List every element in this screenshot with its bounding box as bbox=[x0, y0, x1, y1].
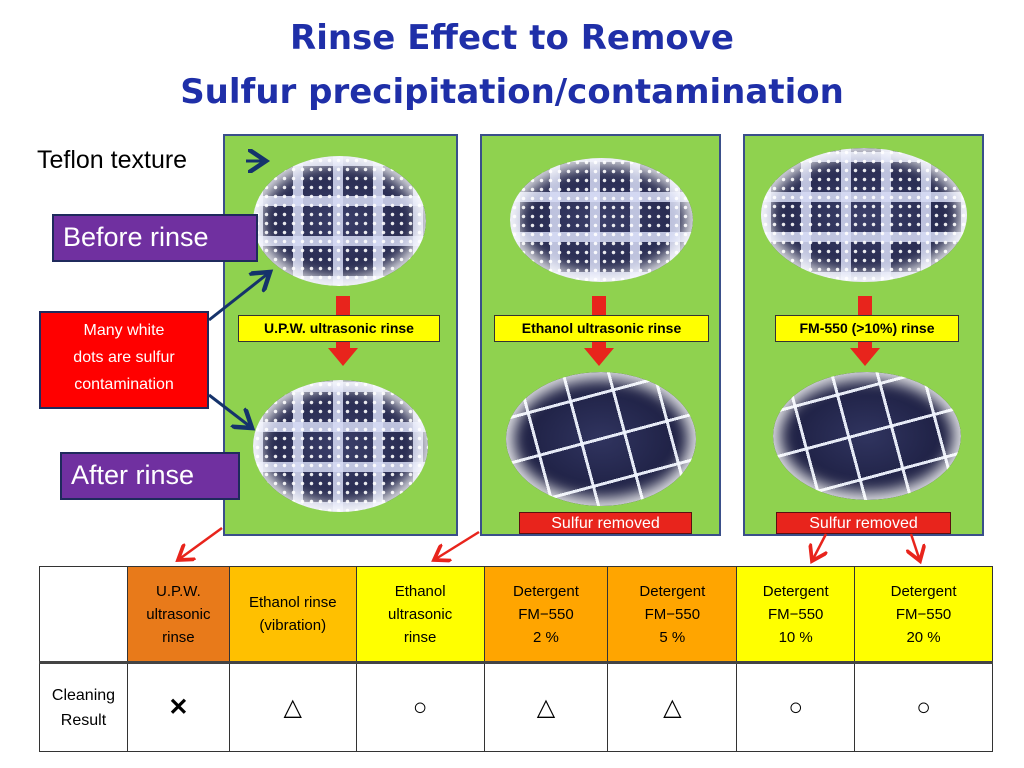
photo-before-ethanol bbox=[510, 158, 693, 282]
header-cell-empty bbox=[39, 566, 128, 663]
result-cell: ✕ bbox=[126, 661, 230, 752]
sulfur-note-line-2: dots are sulfur bbox=[73, 349, 175, 366]
method-label-ethanol: Ethanol ultrasonic rinse bbox=[494, 315, 709, 342]
panel1-to-table-arrow bbox=[178, 526, 223, 560]
header-cell: Detergent FM−550 5 % bbox=[607, 566, 738, 663]
header-cell: Detergent FM−550 10 % bbox=[736, 566, 856, 663]
result-cell: ○ bbox=[355, 661, 485, 752]
method-label-fm550: FM-550 (>10%) rinse bbox=[775, 315, 959, 342]
arrow-down-icon bbox=[850, 348, 880, 366]
header-cell: U.P.W. ultrasonic rinse bbox=[126, 566, 230, 663]
teflon-texture-label: Teflon texture bbox=[37, 146, 188, 174]
header-cell: Detergent FM−550 20 % bbox=[854, 566, 993, 663]
photo-after-ethanol bbox=[506, 372, 696, 506]
photo-after-fm550 bbox=[773, 372, 961, 500]
status-badge-ethanol: Sulfur removed bbox=[519, 512, 692, 534]
status-badge-fm550: Sulfur removed bbox=[776, 512, 951, 534]
result-cell: △ bbox=[483, 661, 609, 752]
panel-upw: U.P.W. ultrasonic rinse bbox=[223, 134, 458, 536]
arrow-down-shaft bbox=[336, 342, 350, 348]
panel-fm550: FM-550 (>10%) rinse bbox=[743, 134, 984, 536]
sulfur-note-line-1: Many white bbox=[83, 322, 165, 339]
panel3-to-table-arrow-b bbox=[911, 533, 920, 561]
arrow-down-icon bbox=[328, 348, 358, 366]
table-row: Cleaning Result ✕ △ ○ △ △ ○ ○ bbox=[39, 661, 993, 752]
method-label-upw: U.P.W. ultrasonic rinse bbox=[238, 315, 440, 342]
cleaning-result-table: U.P.W. ultrasonic rinse Ethanol rinse (v… bbox=[39, 566, 993, 752]
result-cell: ○ bbox=[854, 661, 993, 752]
arrow-down-icon bbox=[584, 348, 614, 366]
row-label-cleaning-result: Cleaning Result bbox=[39, 661, 128, 752]
before-rinse-label: Before rinse bbox=[52, 214, 258, 262]
panel2-to-table-arrow bbox=[434, 530, 480, 560]
result-cell: △ bbox=[228, 661, 357, 752]
slide-title-line-1: Rinse Effect to Remove bbox=[290, 18, 734, 58]
arrow-down-shaft bbox=[592, 342, 606, 348]
panel3-to-table-arrow-a bbox=[812, 533, 826, 561]
arrow-down-shaft bbox=[858, 296, 872, 316]
header-cell: Ethanol rinse (vibration) bbox=[228, 566, 357, 663]
slide-title-line-2: Sulfur precipitation/contamination bbox=[180, 72, 844, 112]
arrow-down-shaft bbox=[592, 296, 606, 316]
arrow-down-shaft bbox=[858, 342, 872, 348]
table-header-row: U.P.W. ultrasonic rinse Ethanol rinse (v… bbox=[39, 566, 993, 663]
header-cell: Ethanol ultrasonic rinse bbox=[355, 566, 485, 663]
result-cell: ○ bbox=[736, 661, 856, 752]
photo-before-upw bbox=[253, 156, 426, 286]
sulfur-note-box: Many white dots are sulfur contamination bbox=[39, 311, 209, 409]
panel-ethanol: Ethanol ultrasonic rinse bbox=[480, 134, 721, 536]
after-rinse-label: After rinse bbox=[60, 452, 240, 500]
arrow-down-shaft bbox=[336, 296, 350, 316]
sulfur-note-line-3: contamination bbox=[74, 376, 174, 393]
result-cell: △ bbox=[607, 661, 738, 752]
header-cell: Detergent FM−550 2 % bbox=[483, 566, 609, 663]
photo-after-upw bbox=[253, 380, 428, 512]
photo-before-fm550 bbox=[761, 148, 967, 282]
